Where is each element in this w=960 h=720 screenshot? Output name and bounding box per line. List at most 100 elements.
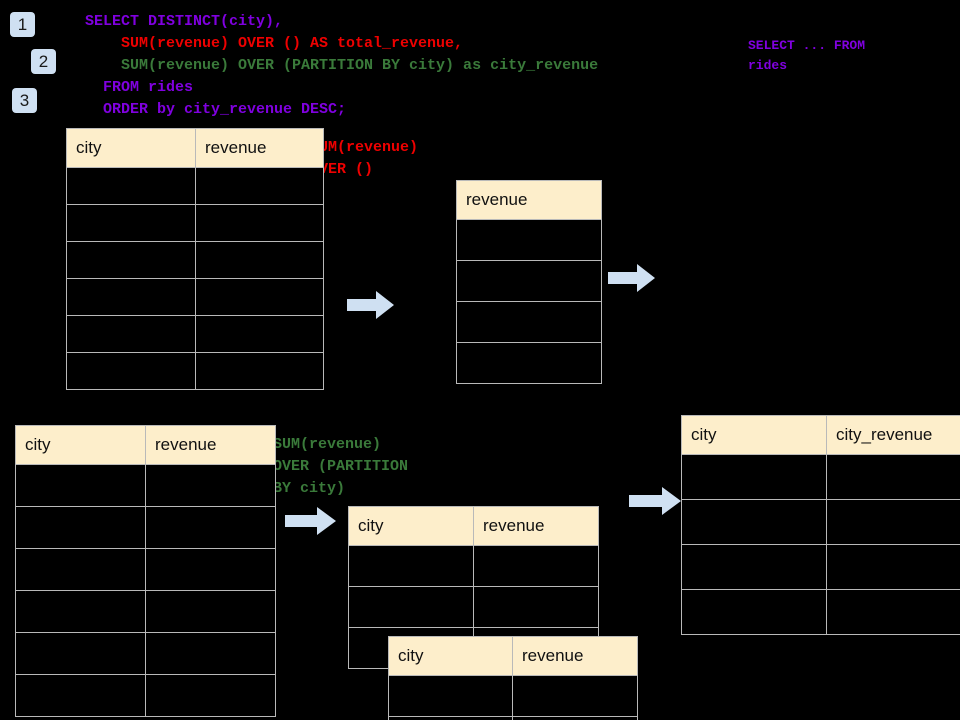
table-row <box>388 675 638 717</box>
table-row <box>66 352 324 390</box>
table-row <box>681 454 960 500</box>
table-row <box>456 301 602 343</box>
arrow-source-to-revenue <box>347 291 394 319</box>
sql-line-sum-over-partition: SUM(revenue) OVER (PARTITION BY city) as… <box>85 57 599 74</box>
table-row <box>348 586 599 628</box>
cell-city <box>15 548 146 591</box>
sql-line-select-distinct: SELECT DISTINCT(city), <box>85 13 284 30</box>
cell-city <box>388 675 513 717</box>
table-row <box>15 506 276 549</box>
table-row <box>681 589 960 635</box>
sql-line-order-by: ORDER by city_revenue DESC; <box>85 101 347 118</box>
cell-city <box>66 241 196 279</box>
side-note-rides: rides <box>748 58 788 73</box>
table-header-row: city revenue <box>348 506 599 546</box>
table-header-row: city revenue <box>15 425 276 465</box>
cell-revenue <box>456 219 602 261</box>
table-row <box>456 342 602 384</box>
cell-revenue <box>145 632 276 675</box>
cell-revenue <box>195 315 324 353</box>
table-row <box>456 260 602 302</box>
table-rides-source-top: city revenue <box>66 128 324 390</box>
table-row <box>66 241 324 279</box>
column-header-city: city <box>66 128 196 168</box>
arrow-revenue-to-result <box>608 264 655 292</box>
table-row <box>681 544 960 590</box>
cell-revenue <box>512 716 638 720</box>
column-header-revenue: revenue <box>456 180 602 220</box>
cell-city <box>681 544 827 590</box>
step-badge-2: 2 <box>31 49 56 74</box>
side-note-select-from: SELECT ... FROM <box>748 38 866 53</box>
cell-city <box>681 589 827 635</box>
column-header-city: city <box>681 415 827 455</box>
cell-revenue <box>473 545 599 587</box>
cell-revenue <box>456 342 602 384</box>
column-header-revenue: revenue <box>145 425 276 465</box>
table-row <box>681 499 960 545</box>
cell-city-revenue <box>826 454 960 500</box>
table-row <box>388 716 638 720</box>
table-row <box>66 167 324 205</box>
cell-revenue <box>145 548 276 591</box>
cell-revenue <box>195 241 324 279</box>
sql-line-from-rides: FROM rides <box>85 79 194 96</box>
cell-city <box>15 464 146 507</box>
cell-revenue <box>473 586 599 628</box>
cell-city <box>348 545 474 587</box>
table-row <box>15 632 276 675</box>
annotation-over-partition-line1: SUM(revenue) <box>273 436 382 453</box>
table-row <box>66 278 324 316</box>
table-header-row: city city_revenue <box>681 415 960 455</box>
cell-city <box>66 315 196 353</box>
cell-revenue <box>145 506 276 549</box>
column-header-city: city <box>15 425 146 465</box>
column-header-revenue: revenue <box>195 128 324 168</box>
cell-city <box>15 506 146 549</box>
cell-city <box>388 716 513 720</box>
table-row <box>348 545 599 587</box>
cell-city <box>681 454 827 500</box>
sql-line-sum-over-empty: SUM(revenue) OVER () AS total_revenue, <box>85 35 464 52</box>
cell-revenue <box>195 352 324 390</box>
table-rides-source-bottom: city revenue <box>15 425 276 717</box>
table-row <box>15 590 276 633</box>
annotation-over-partition-line2: OVER (PARTITION <box>273 458 409 475</box>
column-header-revenue: revenue <box>473 506 599 546</box>
cell-city <box>66 352 196 390</box>
table-final-result: city city_revenue <box>681 415 960 635</box>
cell-revenue <box>195 204 324 242</box>
cell-city <box>66 167 196 205</box>
cell-revenue <box>145 674 276 717</box>
table-row <box>66 204 324 242</box>
table-header-row: revenue <box>456 180 602 220</box>
cell-city <box>66 204 196 242</box>
column-header-city-revenue: city_revenue <box>826 415 960 455</box>
column-header-revenue: revenue <box>512 636 638 676</box>
cell-revenue <box>456 301 602 343</box>
table-header-row: city revenue <box>388 636 638 676</box>
arrow-source-to-partition <box>285 507 336 535</box>
step-badge-3: 3 <box>12 88 37 113</box>
cell-city <box>15 632 146 675</box>
cell-revenue <box>195 278 324 316</box>
table-header-row: city revenue <box>66 128 324 168</box>
annotation-over-partition-line3: BY city) <box>273 480 346 497</box>
annotation-over-empty-line1: SUM(revenue) <box>310 139 419 156</box>
cell-city-revenue <box>826 499 960 545</box>
cell-city <box>15 674 146 717</box>
cell-city <box>348 586 474 628</box>
cell-revenue <box>145 464 276 507</box>
table-row <box>15 464 276 507</box>
cell-city <box>681 499 827 545</box>
table-row <box>15 548 276 591</box>
cell-revenue <box>195 167 324 205</box>
table-row <box>15 674 276 717</box>
arrow-partition-to-result <box>629 487 681 515</box>
cell-city-revenue <box>826 589 960 635</box>
column-header-city: city <box>348 506 474 546</box>
table-row <box>456 219 602 261</box>
cell-city-revenue <box>826 544 960 590</box>
table-revenue-aggregate: revenue <box>456 180 602 384</box>
